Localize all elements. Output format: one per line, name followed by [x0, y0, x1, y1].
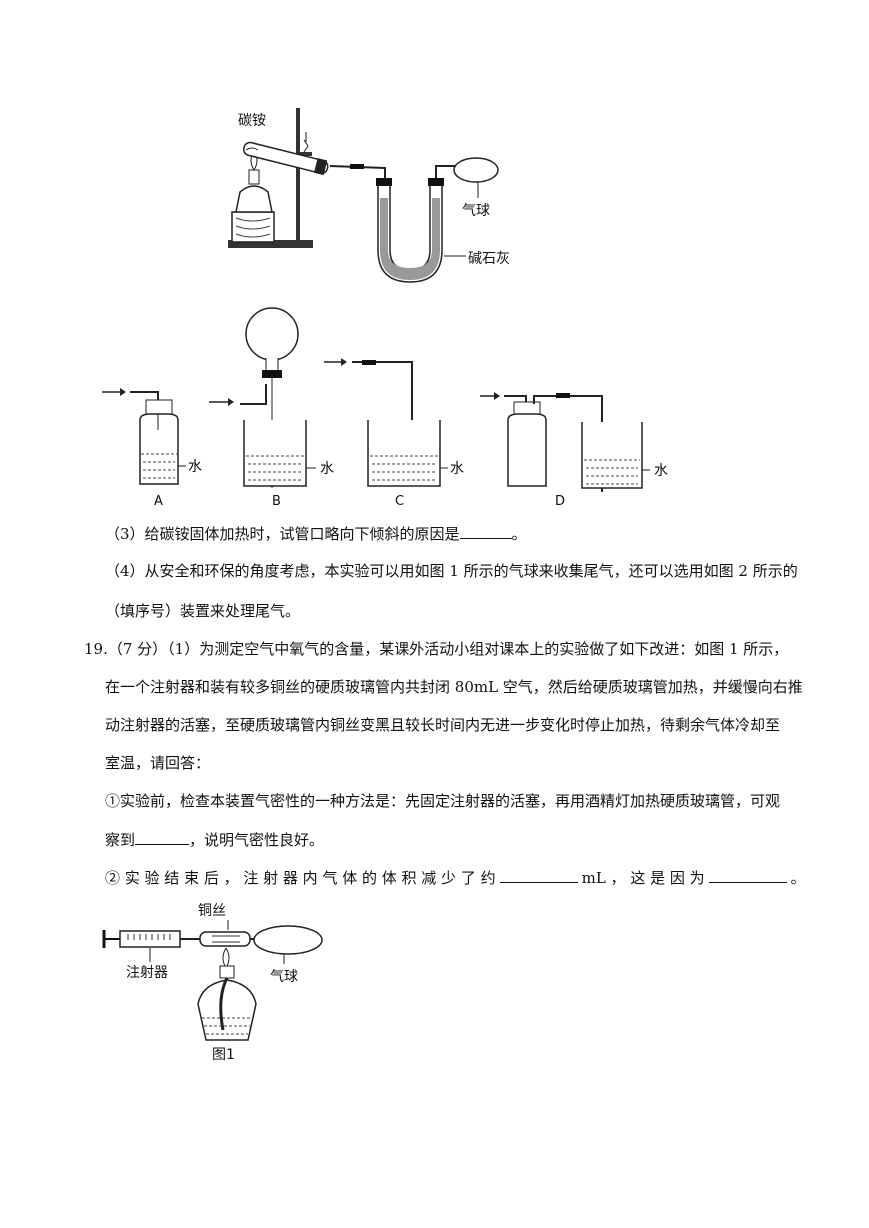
label-ammonium: 碳铵: [238, 113, 266, 129]
label-balloon: 气球: [462, 203, 490, 219]
alcohol-lamp: [235, 185, 273, 213]
balloon-fig3: [253, 925, 323, 955]
test-tube: [242, 141, 329, 175]
figure-heating-apparatus: [228, 108, 499, 283]
glass-tube: [199, 931, 251, 947]
alcohol-lamp-fig3: [197, 979, 257, 1041]
q18-part4-line2: （填序号）装置来处理尾气。: [105, 602, 301, 620]
stand-base: [228, 240, 313, 248]
label-water-b: 水: [320, 461, 334, 477]
q18-part4-line1: （4）从安全和环保的角度考虑，本实验可以用如图 1 所示的气球来收集尾气，还可以…: [105, 562, 798, 580]
label-water-a: 水: [188, 459, 202, 475]
q19-line1: 19.（7 分）（1）为测定空气中氧气的含量，某课外活动小组对课本上的实验做了如…: [84, 640, 789, 658]
label-syringe: 注射器: [126, 965, 168, 981]
figure-tail-gas-options: [102, 307, 650, 492]
label-balloon-fig3: 气球: [270, 969, 298, 985]
q19-line4: 室温，请回答：: [105, 754, 211, 772]
q18-part3: （3）给碳铵固体加热时，试管口略向下倾斜的原因是。: [105, 522, 527, 545]
q19-sub1-line1: ①实验前，检查本装置气密性的一种方法是：先固定注射器的活塞，再用酒精灯加热硬质玻…: [105, 792, 781, 810]
q19-line3: 动注射器的活塞，至硬质玻璃管内铜丝变黑且较长时间内无进一步变化时停止加热，待剩余…: [105, 716, 781, 734]
apparatus-b: [209, 307, 316, 488]
apparatus-d: [480, 392, 650, 492]
stand-rod: [296, 108, 300, 242]
answer-blank-volume[interactable]: [499, 866, 578, 883]
option-label-c: C: [395, 494, 405, 509]
syringe: [119, 930, 181, 948]
option-label-a: A: [154, 494, 163, 509]
q19-line2: 在一个注射器和装有较多铜丝的硬质玻璃管内共封闭 80mL 空气，然后给硬质玻璃管…: [105, 678, 803, 696]
option-label-d: D: [555, 494, 566, 509]
apparatus-c: [324, 358, 448, 487]
balloon: [453, 157, 499, 183]
answer-blank-reason[interactable]: [708, 866, 787, 883]
label-water-c: 水: [450, 461, 464, 477]
label-water-d: 水: [654, 463, 668, 479]
apparatus-a: [102, 388, 186, 485]
option-label-b: B: [272, 494, 281, 509]
answer-blank-airtight[interactable]: [135, 828, 190, 845]
q19-sub1-line2: 察到，说明气密性良好。: [105, 828, 324, 851]
answer-blank-3[interactable]: [459, 522, 512, 539]
figure-caption: 图1: [212, 1047, 235, 1063]
label-sodalime: 碱石灰: [468, 251, 510, 267]
label-copper-wire: 铜丝: [198, 903, 226, 919]
